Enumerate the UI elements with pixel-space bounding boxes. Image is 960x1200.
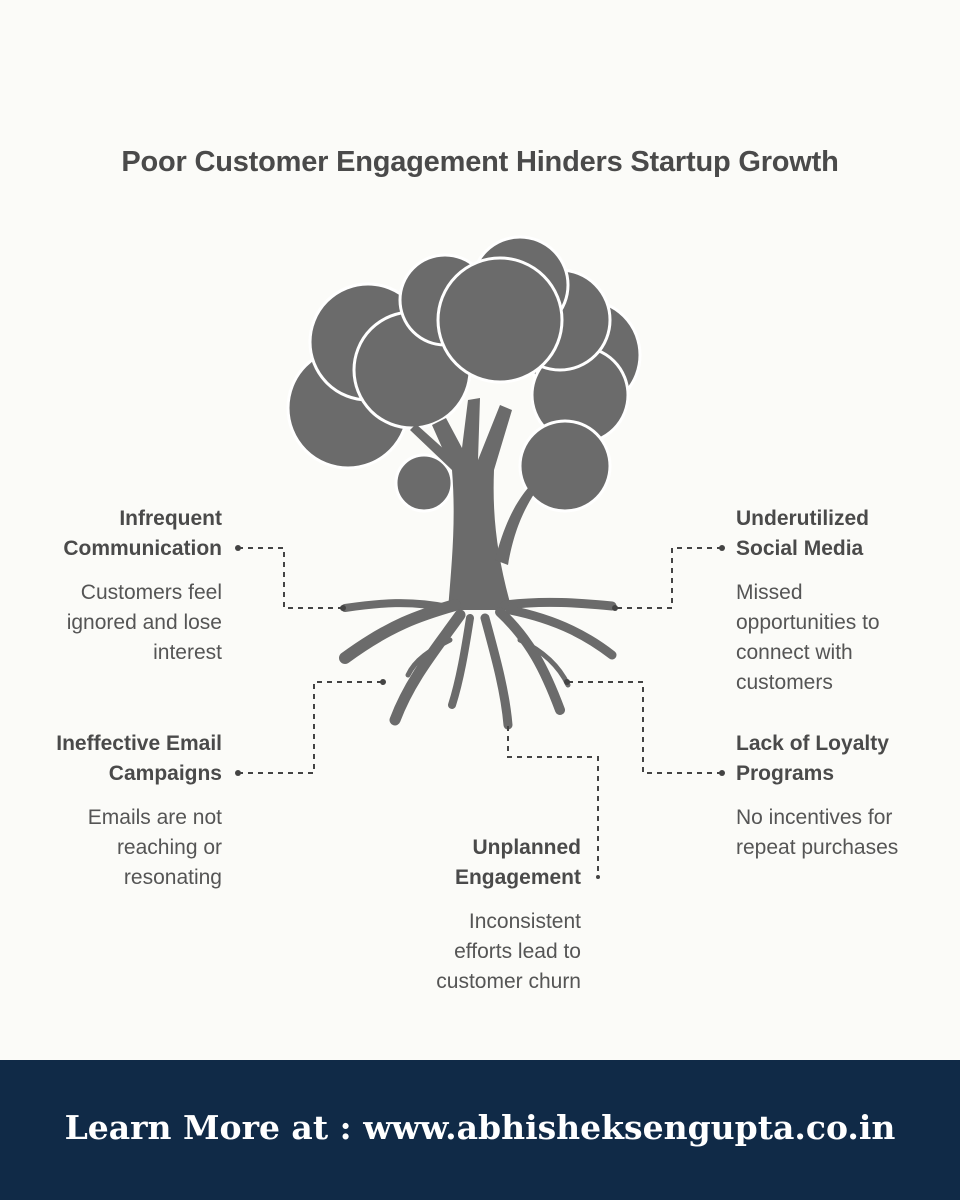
connector-dot [380, 679, 386, 685]
item-description: No incentives for repeat purchases [736, 806, 899, 859]
item-lack-of-loyalty-programs: Lack of Loyalty Programs No incentives f… [736, 729, 956, 863]
connector-underutilized-social-media [615, 547, 722, 609]
item-heading: Underutilized Social Media [736, 507, 870, 560]
connector-infrequent-communication [238, 547, 343, 609]
footer-banner [0, 1060, 960, 1200]
page-title: Poor Customer Engagement Hinders Startup… [121, 146, 839, 178]
item-heading: Unplanned Engagement [454, 836, 581, 889]
item-underutilized-social-media: Underutilized Social Media Missed opport… [736, 504, 956, 698]
connector-dot [719, 770, 725, 776]
item-description: Emails are not reaching or resonating [87, 806, 222, 889]
item-unplanned-engagement: Unplanned Engagement Inconsistent effort… [361, 833, 581, 997]
connector-dot [719, 545, 725, 551]
item-heading: Lack of Loyalty Programs [736, 732, 889, 785]
item-infrequent-communication: Infrequent Communication Customers feel … [2, 504, 222, 668]
item-description: Inconsistent efforts lead to customer ch… [436, 910, 581, 993]
connector-dot [340, 605, 346, 611]
connector-dot [596, 875, 600, 879]
item-heading: Infrequent Communication [63, 507, 222, 560]
connector-unplanned-engagement [507, 726, 599, 877]
item-heading: Ineffective Email Campaigns [56, 732, 222, 785]
footer-link-text[interactable]: Learn More at : www.abhisheksengupta.co.… [64, 1108, 896, 1147]
connector-loyalty-programs [567, 681, 722, 774]
connector-ineffective-email [238, 681, 383, 774]
connector-dot [235, 545, 241, 551]
item-description: Missed opportunities to connect with cus… [736, 581, 880, 694]
connector-dot [564, 679, 570, 685]
item-description: Customers feel ignored and lose interest [66, 581, 222, 664]
tree-icon [286, 235, 642, 730]
connector-dot [235, 770, 241, 776]
item-ineffective-email-campaigns: Ineffective Email Campaigns Emails are n… [2, 729, 222, 893]
tree-diagram [235, 235, 725, 879]
connector-dot [612, 605, 618, 611]
